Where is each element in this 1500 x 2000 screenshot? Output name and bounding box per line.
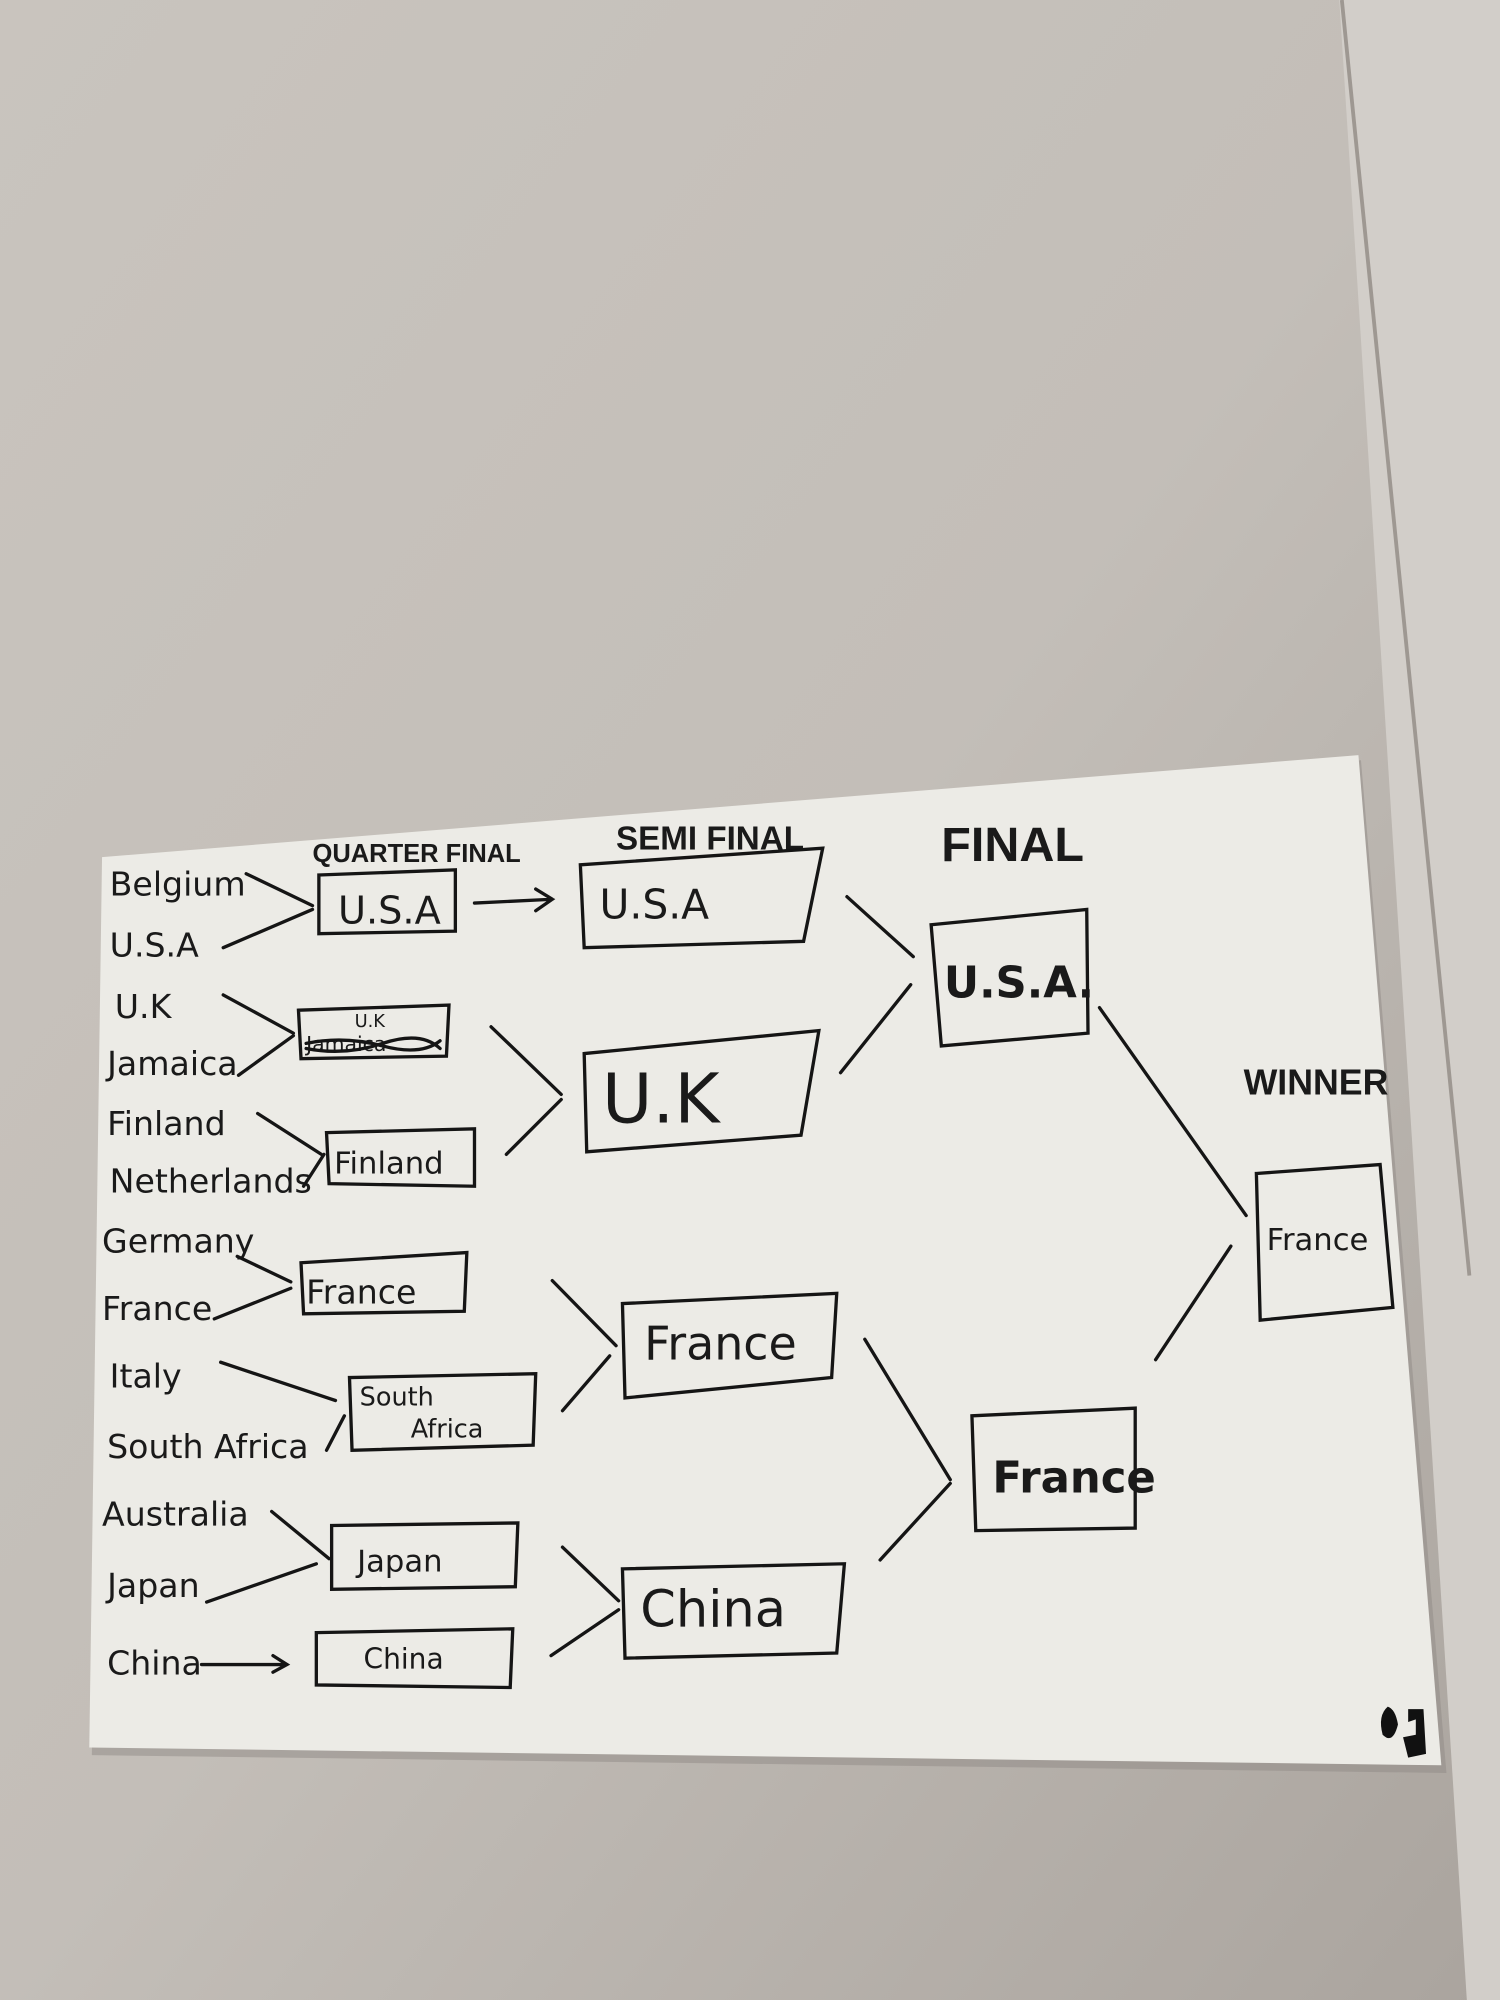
door-frame-edge [1339, 0, 1472, 1276]
heading-quarter-final: QUARTER FINAL [313, 840, 521, 868]
final-boxes: U.S.A. France [929, 907, 1156, 1533]
team: Finland [107, 1104, 225, 1143]
qf-result: U.S.A [338, 888, 441, 933]
semi-final-boxes: U.S.A U.K France China [578, 846, 847, 1660]
final-result: France [992, 1453, 1155, 1503]
final-result: U.S.A. [944, 958, 1094, 1008]
qf-result: Africa [411, 1415, 484, 1445]
team: Germany [102, 1222, 254, 1261]
quarter-final-boxes: U.S.A U.K Jamaica Finland France South A… [296, 868, 538, 1690]
team: Italy [110, 1357, 182, 1396]
paper-sheet [89, 755, 1442, 1766]
heading-winner: WINNER [1244, 1062, 1389, 1102]
sf-result: U.S.A [599, 880, 709, 928]
sf-result: U.K [602, 1059, 721, 1139]
qf-result: Japan [355, 1544, 442, 1579]
qf-result: Finland [334, 1146, 443, 1181]
team: Australia [102, 1495, 249, 1534]
team: France [102, 1289, 212, 1328]
sf-result: France [644, 1317, 797, 1371]
winner-box: France [1254, 1162, 1395, 1322]
qf-result: South [360, 1383, 434, 1413]
connector-lines [199, 872, 1248, 1674]
team: Japan [105, 1566, 199, 1605]
team: China [107, 1644, 202, 1683]
door-frame [1339, 0, 1500, 2000]
qf-result: France [306, 1273, 416, 1312]
team: Netherlands [110, 1162, 312, 1201]
team: U.S.A [110, 926, 199, 965]
sf-result: China [640, 1580, 786, 1639]
heading-final: FINAL [941, 818, 1084, 872]
winner-result: France [1267, 1223, 1369, 1258]
team: Belgium [110, 864, 246, 903]
team-list: Belgium U.S.A U.K Jamaica Finland Nether… [102, 864, 312, 1682]
qf-result: China [364, 1642, 444, 1675]
team: South Africa [107, 1427, 308, 1466]
team: Jamaica [105, 1044, 237, 1083]
corner-mark [1380, 1706, 1427, 1758]
team: U.K [115, 987, 173, 1026]
qf-result: U.K [355, 1011, 387, 1032]
